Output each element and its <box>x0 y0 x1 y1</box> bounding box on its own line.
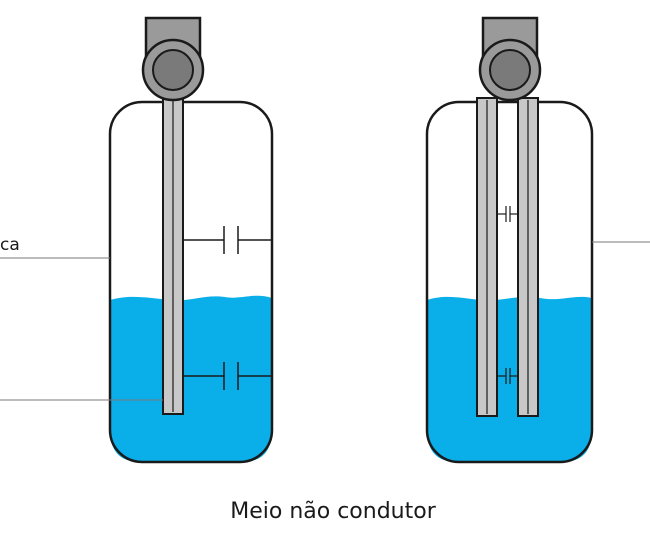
left-capacitor-lower-icon <box>183 362 272 390</box>
right-probe-head-icon <box>478 16 542 102</box>
left-tank: ca <box>0 16 274 464</box>
left-tank-liquid <box>110 295 272 462</box>
right-tank <box>425 16 650 464</box>
right-capacitor-upper-icon <box>497 206 518 222</box>
left-capacitor-upper-icon <box>183 226 272 254</box>
right-tank-outline <box>425 100 594 464</box>
caption: Meio não condutor <box>230 499 436 524</box>
left-probe-head-icon <box>141 16 205 102</box>
left-partial-label: ca <box>0 235 20 255</box>
right-capacitor-lower-icon <box>497 368 518 384</box>
left-tank-outline <box>108 100 274 464</box>
